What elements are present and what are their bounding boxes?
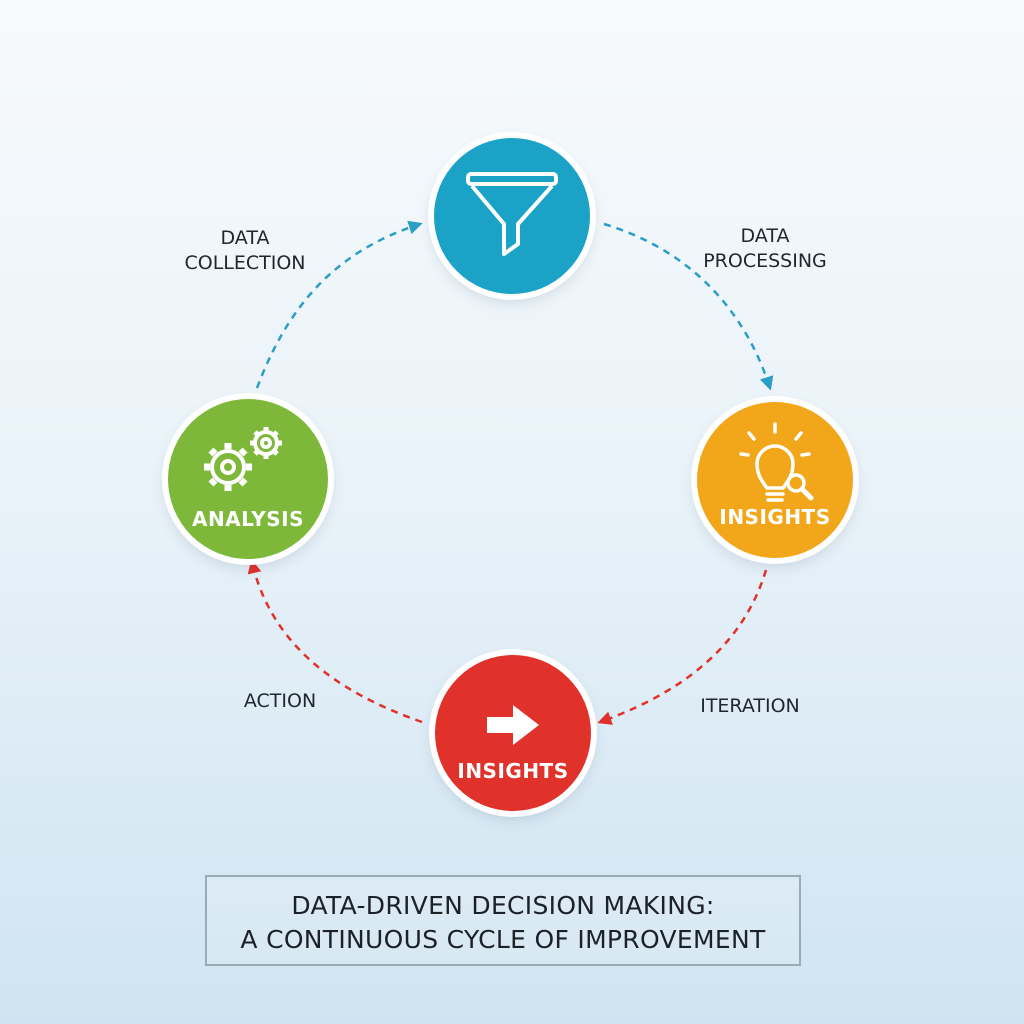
node-insights-bottom: INSIGHTS bbox=[435, 655, 591, 811]
step-label-line: DATA bbox=[740, 225, 790, 247]
step-label-data-processing: DATA PROCESSING bbox=[690, 224, 840, 274]
connector-iteration bbox=[597, 569, 768, 725]
funnel-icon bbox=[466, 172, 558, 256]
connector-collection bbox=[255, 220, 423, 389]
step-label-action: ACTION bbox=[243, 690, 317, 712]
step-label-iteration: ITERATION bbox=[700, 695, 800, 717]
step-label-data-collection: DATA COLLECTION bbox=[170, 226, 320, 276]
node-analysis: ANALYSIS bbox=[168, 399, 328, 559]
connector-processing bbox=[603, 222, 774, 391]
step-label-line: DATA bbox=[220, 227, 270, 249]
lightbulb-magnifier-icon bbox=[739, 422, 814, 502]
node-insights-top: INSIGHTS bbox=[697, 402, 853, 558]
node-insights-top-label: INSIGHTS bbox=[719, 505, 831, 529]
diagram-caption: DATA-DRIVEN DECISION MAKING: A CONTINUOU… bbox=[205, 875, 801, 966]
step-label-line: PROCESSING bbox=[703, 250, 827, 272]
gears-icon bbox=[204, 427, 282, 491]
step-label-line: COLLECTION bbox=[184, 252, 306, 274]
node-data-processing bbox=[434, 138, 590, 294]
caption-line-1: DATA-DRIVEN DECISION MAKING: bbox=[291, 891, 715, 920]
node-insights-bottom-label: INSIGHTS bbox=[457, 759, 569, 783]
node-analysis-label: ANALYSIS bbox=[191, 507, 305, 531]
caption-line-2: A CONTINUOUS CYCLE OF IMPROVEMENT bbox=[240, 925, 766, 954]
right-arrow-icon bbox=[487, 705, 539, 745]
